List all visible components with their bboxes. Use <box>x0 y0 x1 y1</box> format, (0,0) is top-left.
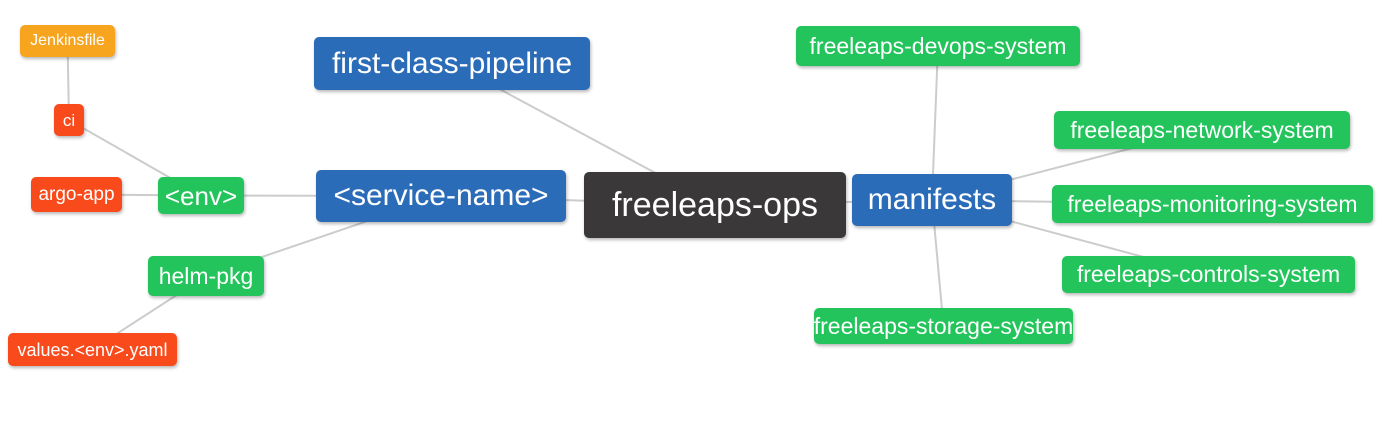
mindmap-node-storage-system[interactable]: freeleaps-storage-system <box>814 308 1073 344</box>
mindmap-node-values-env-yaml[interactable]: values.<env>.yaml <box>8 333 177 366</box>
mindmap-node-jenkinsfile[interactable]: Jenkinsfile <box>20 25 115 57</box>
mindmap-node-network-system[interactable]: freeleaps-network-system <box>1054 111 1350 149</box>
mindmap-node-helm-pkg[interactable]: helm-pkg <box>148 256 264 296</box>
mindmap-node-controls-system[interactable]: freeleaps-controls-system <box>1062 256 1355 293</box>
mindmap-node-devops-system[interactable]: freeleaps-devops-system <box>796 26 1080 66</box>
mindmap-node-first-class-pipeline[interactable]: first-class-pipeline <box>314 37 590 90</box>
mindmap-node-freeleaps-ops[interactable]: freeleaps-ops <box>584 172 846 238</box>
mindmap-node-argo-app[interactable]: argo-app <box>31 177 122 212</box>
mindmap-node-service-name[interactable]: <service-name> <box>316 170 566 222</box>
mindmap-node-manifests[interactable]: manifests <box>852 174 1012 226</box>
mindmap-node-env[interactable]: <env> <box>158 177 244 214</box>
mindmap-node-ci[interactable]: ci <box>54 104 84 136</box>
mindmap-node-monitoring-system[interactable]: freeleaps-monitoring-system <box>1052 185 1373 223</box>
